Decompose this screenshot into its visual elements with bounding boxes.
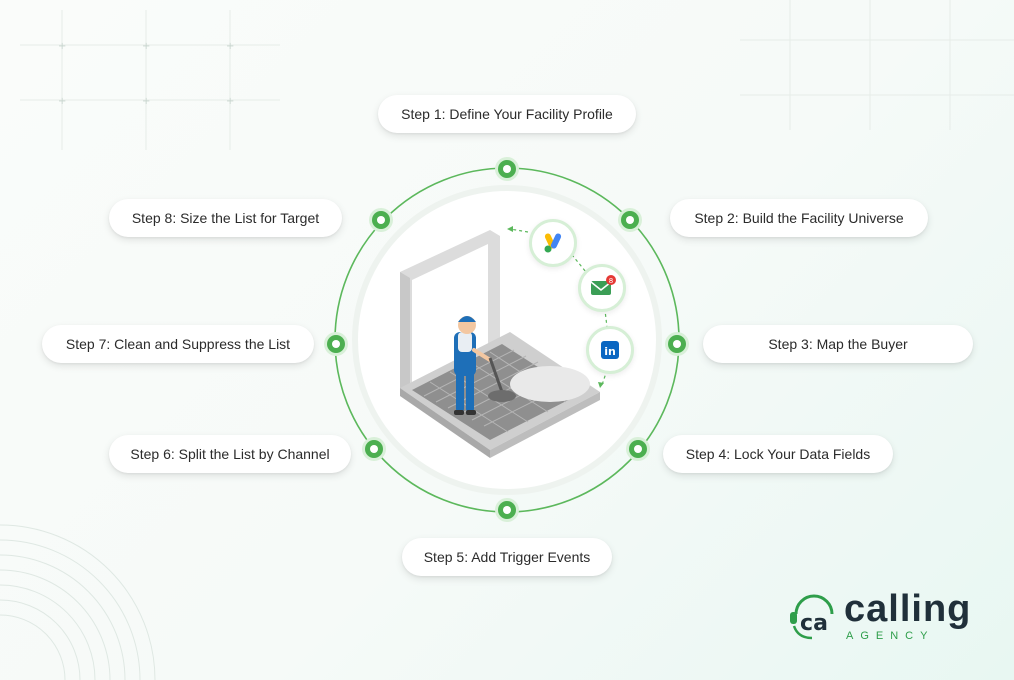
step-3-label: Step 3: Map the Buyer [703,325,973,363]
svg-text:+: + [142,96,150,107]
step-7-label: Step 7: Clean and Suppress the List [42,325,314,363]
grid-decoration-right [740,0,1014,130]
svg-text:+: + [226,41,234,52]
google-ads-icon [544,233,562,253]
step-4-label: Step 4: Lock Your Data Fields [663,435,893,473]
svg-text:+: + [142,41,150,52]
email-icon: 8 [590,275,616,295]
step-6-label: Step 6: Split the List by Channel [109,435,351,473]
svg-text:+: + [226,96,234,107]
svg-text:+: + [58,96,66,107]
logo-wordmark: calling [844,588,972,630]
email-notification-count: 8 [609,277,613,285]
logo-mark-icon: ca [790,594,834,640]
arc-decoration [0,524,156,680]
linkedin-badge: in [586,326,634,374]
floor-cleaning-illustration [400,230,600,458]
ring-node-8 [372,211,390,229]
grid-decoration-left: + + + + + + [20,10,280,150]
email-badge: 8 [578,264,626,312]
ring-node-5 [498,501,516,519]
logo-subtitle: AGENCY [846,630,935,642]
calling-agency-logo: ca calling AGENCY [786,588,976,650]
step-8-label: Step 8: Size the List for Target [109,199,342,237]
svg-text:+: + [58,41,66,52]
ring-node-4 [629,440,647,458]
ring-node-1 [498,160,516,178]
ring-node-6 [365,440,383,458]
ring-node-2 [621,211,639,229]
step-2-label: Step 2: Build the Facility Universe [670,199,928,237]
google-ads-badge [529,219,577,267]
linkedin-icon: in [601,341,619,359]
step-5-label: Step 5: Add Trigger Events [402,538,612,576]
ring-node-3 [668,335,686,353]
ring-node-7 [327,335,345,353]
logo-mark-text: ca [800,611,828,636]
step-1-label: Step 1: Define Your Facility Profile [378,95,636,133]
linkedin-mark: in [604,345,616,358]
